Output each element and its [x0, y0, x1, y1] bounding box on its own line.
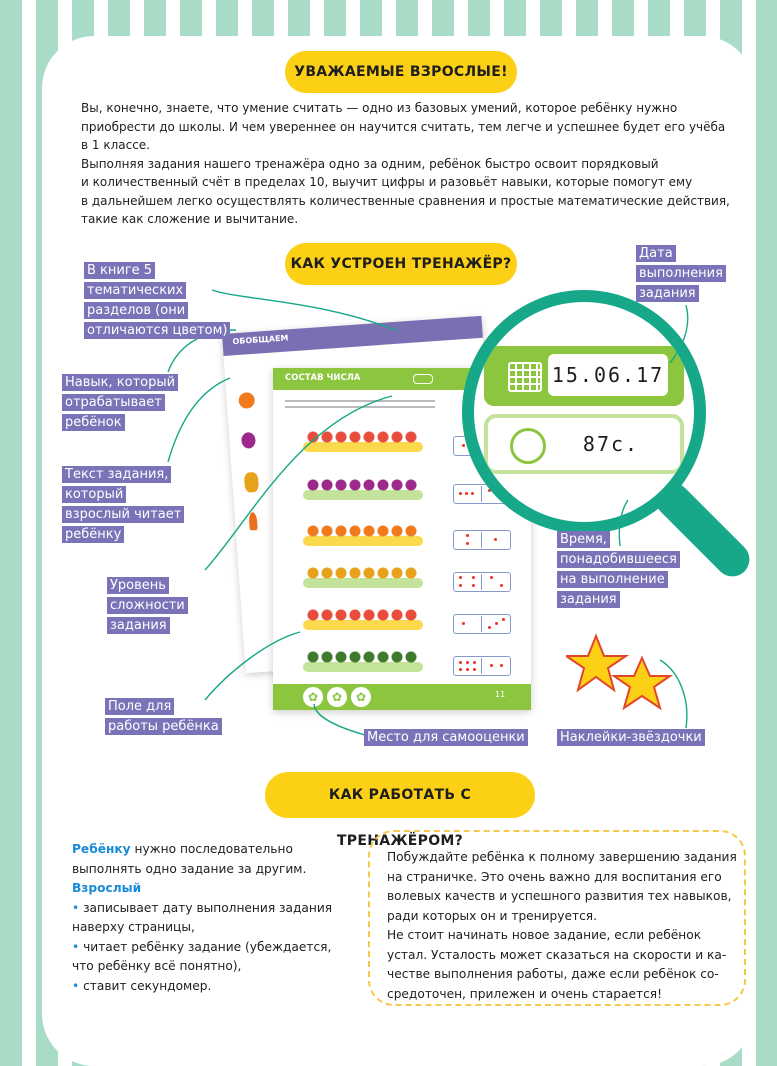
task-row — [303, 608, 423, 632]
tip-line: средоточен, прилежен и очень старается! — [387, 986, 662, 1001]
time-panel: 87с. — [484, 414, 684, 474]
time-value: 87с. — [582, 432, 640, 456]
header-how-built: КАК УСТРОЕН ТРЕНАЖЁР? — [285, 243, 517, 285]
fruit-orange — [238, 391, 256, 409]
domino — [453, 530, 511, 550]
tip-box — [368, 830, 746, 1006]
fruit-carrot — [248, 512, 258, 531]
header-dear-adults: УВАЖАЕМЫЕ ВЗРОСЛЫЕ! — [285, 51, 517, 93]
label-date: Дата выполнения задания — [636, 244, 731, 304]
child-line: выполнять одно задание за другим. — [72, 861, 307, 876]
page-number: 11 — [495, 690, 506, 699]
adult-heading: Взрослый — [72, 881, 142, 895]
selfcheck-star-icon: ✿ — [303, 687, 323, 707]
task-text-lines — [285, 400, 435, 402]
date-panel: 15.06.17 — [484, 346, 684, 406]
magnifier-lens: 15.06.17 87с. — [462, 290, 706, 534]
clock-icon — [510, 428, 546, 464]
selfcheck-bar: ✿ ✿ ✿ 11 — [273, 684, 531, 710]
date-value: 15.06.17 — [551, 363, 665, 387]
intro-line: Вы, конечно, знаете, что умение считать … — [81, 101, 678, 115]
domino — [453, 572, 511, 592]
selfcheck-star-icon: ✿ — [351, 687, 371, 707]
intro-line: приобрести до школы. И чем увереннее он … — [81, 119, 726, 134]
tip-line: Побуждайте ребёнка к полному завершению … — [387, 850, 737, 864]
stickers-stars-icon — [566, 633, 674, 711]
domino — [453, 614, 511, 634]
time-field: 87с. — [552, 422, 670, 466]
label-stickers: Наклейки-звёздочки — [557, 728, 707, 748]
fruit-pineapple — [243, 471, 260, 493]
task-row — [303, 430, 423, 454]
date-field: 15.06.17 — [548, 354, 668, 396]
intro-line: и количественный счёт в пределах 10, выу… — [81, 175, 693, 189]
child-line: Ребёнку нужно последовательно — [72, 842, 293, 856]
header-how-to-work: КАК РАБОТАТЬ С ТРЕНАЖЁРОМ? — [265, 772, 535, 849]
label-sections: В книге 5 тематических разделов (они отл… — [84, 261, 249, 341]
intro-line: Выполняя задания нашего тренажёра одно з… — [81, 156, 659, 171]
tip-line: ради которых он и тренируется. — [387, 908, 598, 923]
intro-line: такие как сложение и вычитание. — [81, 212, 299, 226]
label-selfcheck: Место для самооценки — [364, 728, 534, 748]
intro-line: в 1 классе. — [81, 138, 150, 152]
sheet-front-title: СОСТАВ ЧИСЛА — [285, 373, 361, 383]
bullet-item: • читает ребёнку задание (убеждается, — [72, 939, 332, 954]
tip-line: волевых качеств и успешного развития тех… — [387, 889, 732, 903]
selfcheck-star-icon: ✿ — [327, 687, 347, 707]
label-field: Поле для работы ребёнка — [105, 697, 225, 737]
tip-line: честве выполнения работы, даже если ребё… — [387, 967, 719, 981]
label-time: Время, понадобившееся на выполнение зада… — [557, 530, 680, 610]
task-row — [303, 478, 423, 502]
intro-line: в дальнейшем легко осуществлять количест… — [81, 193, 730, 208]
task-row — [303, 566, 423, 590]
label-level: Уровень сложности задания — [107, 576, 192, 636]
tip-line: устал. Усталость может сказаться на скор… — [387, 947, 727, 962]
label-skill: Навык, который отрабатывает ребёнок — [62, 373, 179, 433]
tip-line: Не стоит начинать новое задание, если ре… — [387, 928, 702, 942]
fruit-grapes — [240, 431, 257, 449]
bullet-item: наверху страницы, — [72, 920, 195, 934]
tip-line: на страничке. Это очень важно для воспит… — [387, 869, 722, 884]
bullet-item: что ребёнку всё понятно), — [72, 959, 242, 973]
bullet-item: • ставит секундомер. — [72, 978, 212, 993]
task-row — [303, 524, 423, 548]
label-task-text: Текст задания, который взрослый читает р… — [62, 465, 192, 545]
calendar-icon — [508, 362, 542, 392]
difficulty-icons — [413, 374, 433, 384]
task-row — [303, 650, 423, 674]
bullet-item: • записывает дату выполнения задания — [72, 900, 333, 915]
domino — [453, 656, 511, 676]
